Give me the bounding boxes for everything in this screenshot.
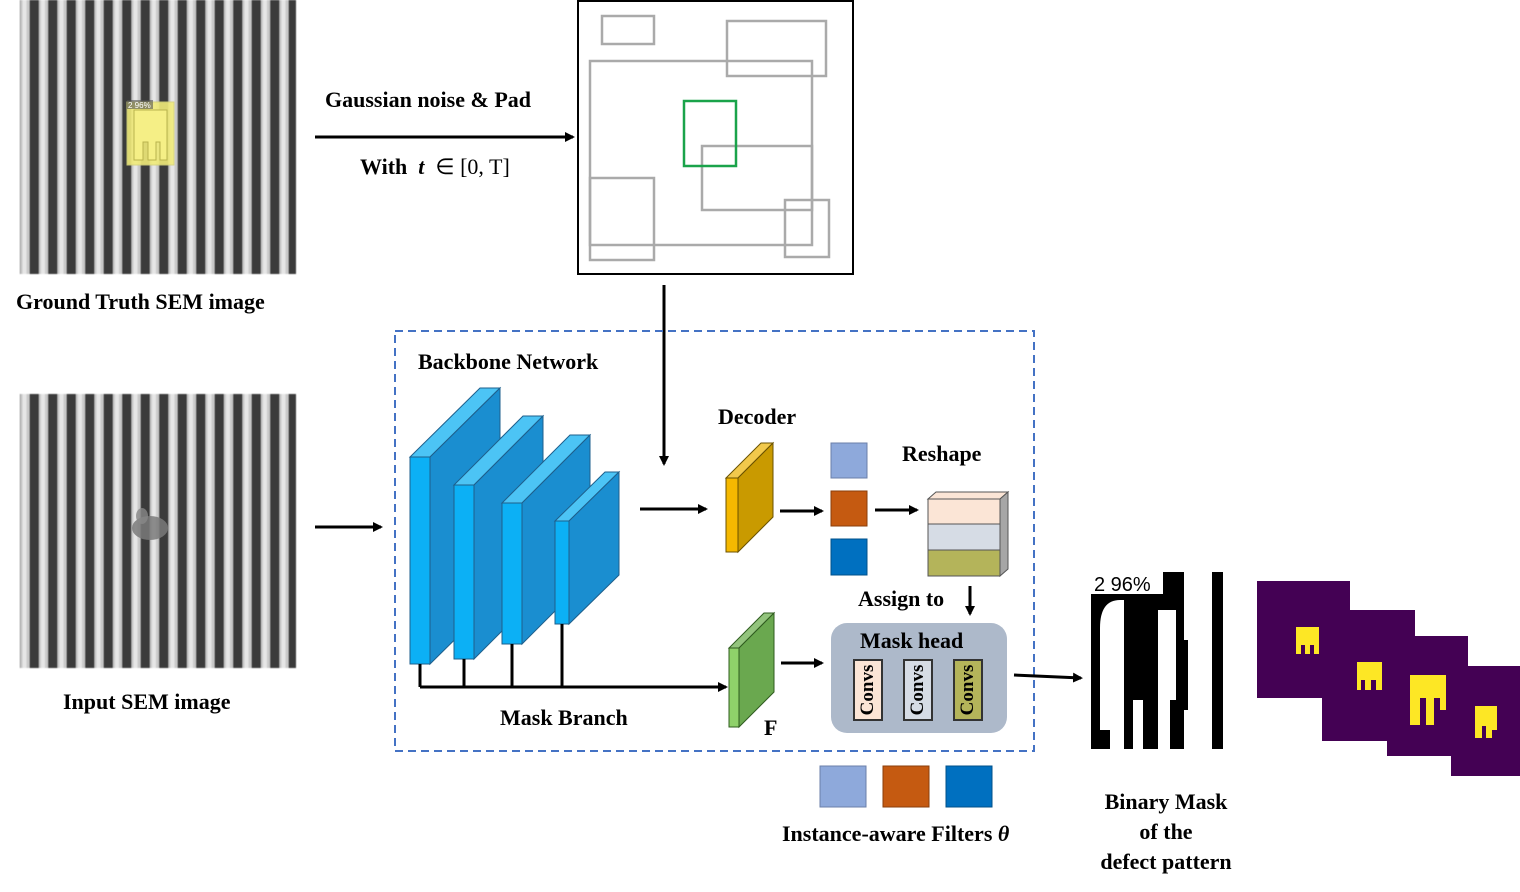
backbone-label: Backbone Network	[418, 349, 599, 374]
t-variable: t	[418, 154, 425, 179]
gt-box	[682, 99, 738, 168]
backbone-block-4	[553, 470, 621, 626]
mask-head-label: Mask head	[860, 628, 964, 653]
mask-branch-lines	[418, 624, 728, 692]
with-label: With	[360, 154, 408, 179]
noise-label: Gaussian noise & Pad	[325, 87, 531, 112]
param-square-2	[830, 490, 868, 527]
filter-square-1	[819, 765, 867, 808]
conv-block-2: Convs	[903, 659, 933, 721]
param-square-3	[830, 538, 868, 576]
feature-f-block	[727, 611, 776, 729]
input-sem-image	[20, 394, 296, 668]
gt-score-label: 2 96%	[128, 101, 151, 110]
filter-square-2	[882, 765, 930, 808]
noise-box-panel	[577, 0, 854, 275]
mask-branch-label: Mask Branch	[500, 705, 628, 730]
time-range-label: With t ∈ [0, T]	[360, 154, 510, 180]
prediction-tile-4	[1451, 666, 1520, 776]
ground-truth-sem-image: 2 96%	[20, 0, 296, 274]
binary-mask-label-line-3: defect pattern	[1100, 849, 1232, 874]
gt-image-label: Ground Truth SEM image	[16, 289, 265, 314]
t-range: ∈ [0, T]	[435, 154, 510, 179]
binary-mask-image: 2 96%	[1091, 572, 1223, 749]
conv-block-3: Convs	[953, 659, 983, 721]
param-square-1	[830, 442, 868, 479]
model-container	[394, 330, 1035, 752]
feature-label: F	[764, 715, 778, 740]
gt-defect-shape	[133, 109, 168, 161]
conv-block-2-label: Convs	[907, 664, 928, 716]
conv-block-1-label: Convs	[857, 664, 878, 716]
assign-label: Assign to	[858, 586, 945, 611]
decoder-label: Decoder	[718, 404, 797, 429]
filters-text: Instance-aware Filters	[782, 821, 993, 846]
conv-block-3-label: Convs	[957, 664, 978, 716]
binary-mask-label-line-1: Binary Mask	[1104, 789, 1228, 814]
binary-mask-label-line-2: of the	[1139, 819, 1193, 844]
arrow-maskhead-to-binary	[1013, 672, 1083, 683]
theta-symbol: θ	[997, 821, 1010, 846]
reshape-label: Reshape	[902, 441, 982, 466]
filters-label: Instance-aware Filters θ	[782, 821, 1009, 847]
decoder-block	[724, 441, 775, 554]
conv-block-1: Convs	[853, 659, 883, 721]
input-image-label: Input SEM image	[63, 689, 231, 714]
filter-square-3	[945, 765, 993, 808]
backbone-blocks	[408, 386, 621, 666]
reshape-stack	[926, 490, 1010, 578]
binary-score-label: 2 96%	[1094, 574, 1151, 596]
prediction-tiles	[1257, 581, 1520, 776]
